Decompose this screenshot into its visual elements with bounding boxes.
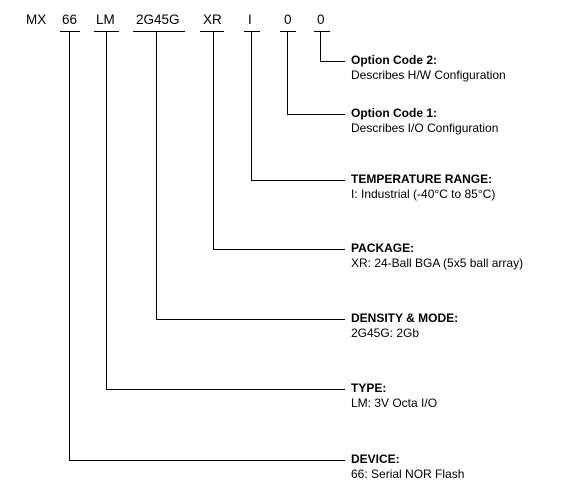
field-package-desc: XR: 24-Ball BGA (5x5 ball array) xyxy=(351,256,524,270)
connector-temperature-vertical xyxy=(251,31,252,180)
underline-temperature xyxy=(244,31,260,32)
underline-density xyxy=(133,31,185,32)
connector-temperature-horizontal xyxy=(251,180,345,181)
field-device-title: DEVICE: xyxy=(351,452,400,466)
field-option2-desc: Describes H/W Configuration xyxy=(351,68,506,82)
underline-option1 xyxy=(280,31,296,32)
underline-package xyxy=(200,31,224,32)
field-temperature-title: TEMPERATURE RANGE: xyxy=(351,172,493,186)
connector-device-vertical xyxy=(69,31,70,460)
segment-prefix: MX xyxy=(26,12,47,27)
connector-option1-vertical xyxy=(287,31,288,114)
segment-temperature: I xyxy=(248,12,252,27)
field-type-title: TYPE: xyxy=(351,381,387,395)
field-device-desc: 66: Serial NOR Flash xyxy=(351,467,465,481)
field-density: DENSITY & MODE: 2G45G: 2Gb xyxy=(351,311,458,341)
field-package: PACKAGE: XR: 24-Ball BGA (5x5 ball array… xyxy=(351,241,523,271)
segment-density: 2G45G xyxy=(136,12,180,27)
underline-device xyxy=(60,31,80,32)
connector-option2-vertical xyxy=(320,31,321,61)
segment-type: LM xyxy=(96,12,115,27)
field-type-desc: LM: 3V Octa I/O xyxy=(351,396,438,410)
connector-package-horizontal xyxy=(213,249,345,250)
field-device: DEVICE: 66: Serial NOR Flash xyxy=(351,452,464,482)
field-temperature-desc: I: Industrial (-40°C to 85°C) xyxy=(351,187,496,201)
field-option2: Option Code 2: Describes H/W Configurati… xyxy=(351,53,506,83)
field-option1-desc: Describes I/O Configuration xyxy=(351,121,499,135)
connector-option1-horizontal xyxy=(287,114,345,115)
field-option1: Option Code 1: Describes I/O Configurati… xyxy=(351,106,498,136)
underline-option2 xyxy=(314,31,330,32)
connector-option2-horizontal xyxy=(320,61,345,62)
connector-density-vertical xyxy=(156,31,157,319)
segment-option2: 0 xyxy=(317,12,325,27)
connector-type-horizontal xyxy=(106,389,345,390)
field-type: TYPE: LM: 3V Octa I/O xyxy=(351,381,437,411)
field-temperature: TEMPERATURE RANGE: I: Industrial (-40°C … xyxy=(351,172,495,202)
field-package-title: PACKAGE: xyxy=(351,241,415,255)
field-option2-title: Option Code 2: xyxy=(351,53,437,67)
segment-option1: 0 xyxy=(284,12,292,27)
field-option1-title: Option Code 1: xyxy=(351,106,437,120)
field-density-desc: 2G45G: 2Gb xyxy=(351,326,420,340)
connector-package-vertical xyxy=(213,31,214,249)
field-density-title: DENSITY & MODE: xyxy=(351,311,459,325)
segment-package: XR xyxy=(203,12,222,27)
connector-density-horizontal xyxy=(156,319,345,320)
connector-type-vertical xyxy=(106,31,107,389)
segment-device: 66 xyxy=(62,12,78,27)
connector-device-horizontal xyxy=(69,460,345,461)
